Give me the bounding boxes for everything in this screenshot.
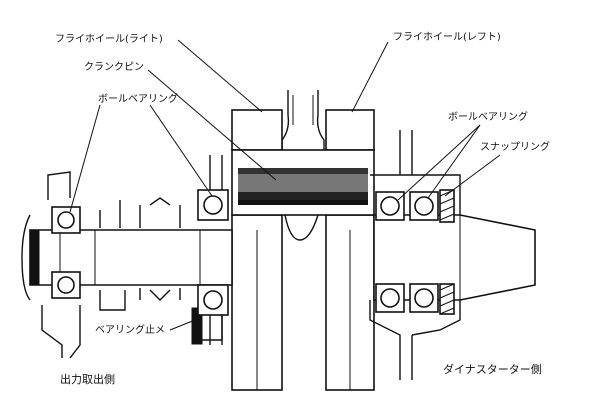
label-bearing-stopper: ベアリング止メ — [95, 323, 165, 336]
label-output-side: 出力取出側 — [60, 372, 115, 386]
output-side-housing — [41, 171, 181, 359]
label-flywheel-right: フライホイール(ライト) — [55, 33, 163, 45]
ball-bearing-right-group — [375, 191, 439, 313]
dynastarter-side-housing — [369, 130, 461, 380]
label-crank-pin: クランクピン — [84, 61, 144, 73]
label-flywheel-left: フライホイール(レフト) — [393, 31, 501, 43]
crank-pin — [231, 149, 375, 216]
label-ball-bearing-right: ボールベアリング — [448, 110, 528, 123]
ball-bearing-left-group — [51, 189, 229, 316]
label-ball-bearing-left: ボールベアリング — [98, 92, 178, 105]
label-dynastarter-side: ダイナスターター側 — [443, 362, 542, 376]
leader-lines — [69, 39, 501, 331]
snap-ring — [439, 189, 455, 315]
left-housing-wall — [209, 155, 223, 345]
label-snap-ring: スナップリング — [480, 140, 550, 153]
flywheel-right — [231, 109, 283, 391]
